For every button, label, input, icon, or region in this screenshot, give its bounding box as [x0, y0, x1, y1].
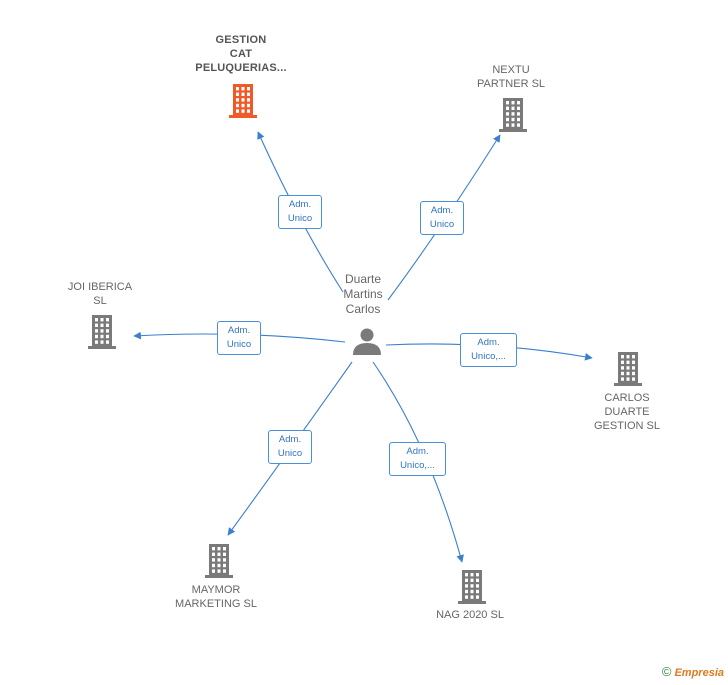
relation-badge-maymor: Adm. Unico	[268, 430, 312, 464]
company-label-carlos[interactable]: CARLOS DUARTE GESTION SL	[593, 392, 661, 432]
person-icon[interactable]	[353, 328, 381, 356]
building-icon-maymor[interactable]	[205, 544, 233, 578]
relation-badge-gestion: Adm. Unico	[278, 195, 322, 229]
building-icon-carlos[interactable]	[614, 352, 642, 386]
company-label-gestion[interactable]: GESTION CAT PELUQUERIAS...	[195, 34, 287, 74]
building-icon-joi[interactable]	[88, 315, 116, 349]
building-icon-nag[interactable]	[458, 570, 486, 604]
building-icon-nextu[interactable]	[499, 98, 527, 132]
footer: ©Empresia	[662, 664, 724, 679]
relation-badge-carlos: Adm. Unico,...	[460, 333, 517, 367]
company-label-maymor[interactable]: MAYMOR MARKETING SL	[175, 584, 257, 610]
center-person-label: Duarte Martins Carlos	[343, 272, 383, 316]
building-icon-gestion[interactable]	[229, 84, 257, 118]
company-label-joi[interactable]: JOI IBERICA SL	[67, 281, 133, 307]
copyright-icon: ©	[661, 664, 672, 679]
relation-badge-nextu: Adm. Unico	[420, 201, 464, 235]
company-label-nag[interactable]: NAG 2020 SL	[436, 609, 504, 621]
company-label-nextu[interactable]: NEXTU PARTNER SL	[476, 64, 546, 90]
relation-badge-joi: Adm. Unico	[217, 321, 261, 355]
brand-logo: Empresia	[674, 667, 724, 679]
relation-badge-nag: Adm. Unico,...	[389, 442, 446, 476]
